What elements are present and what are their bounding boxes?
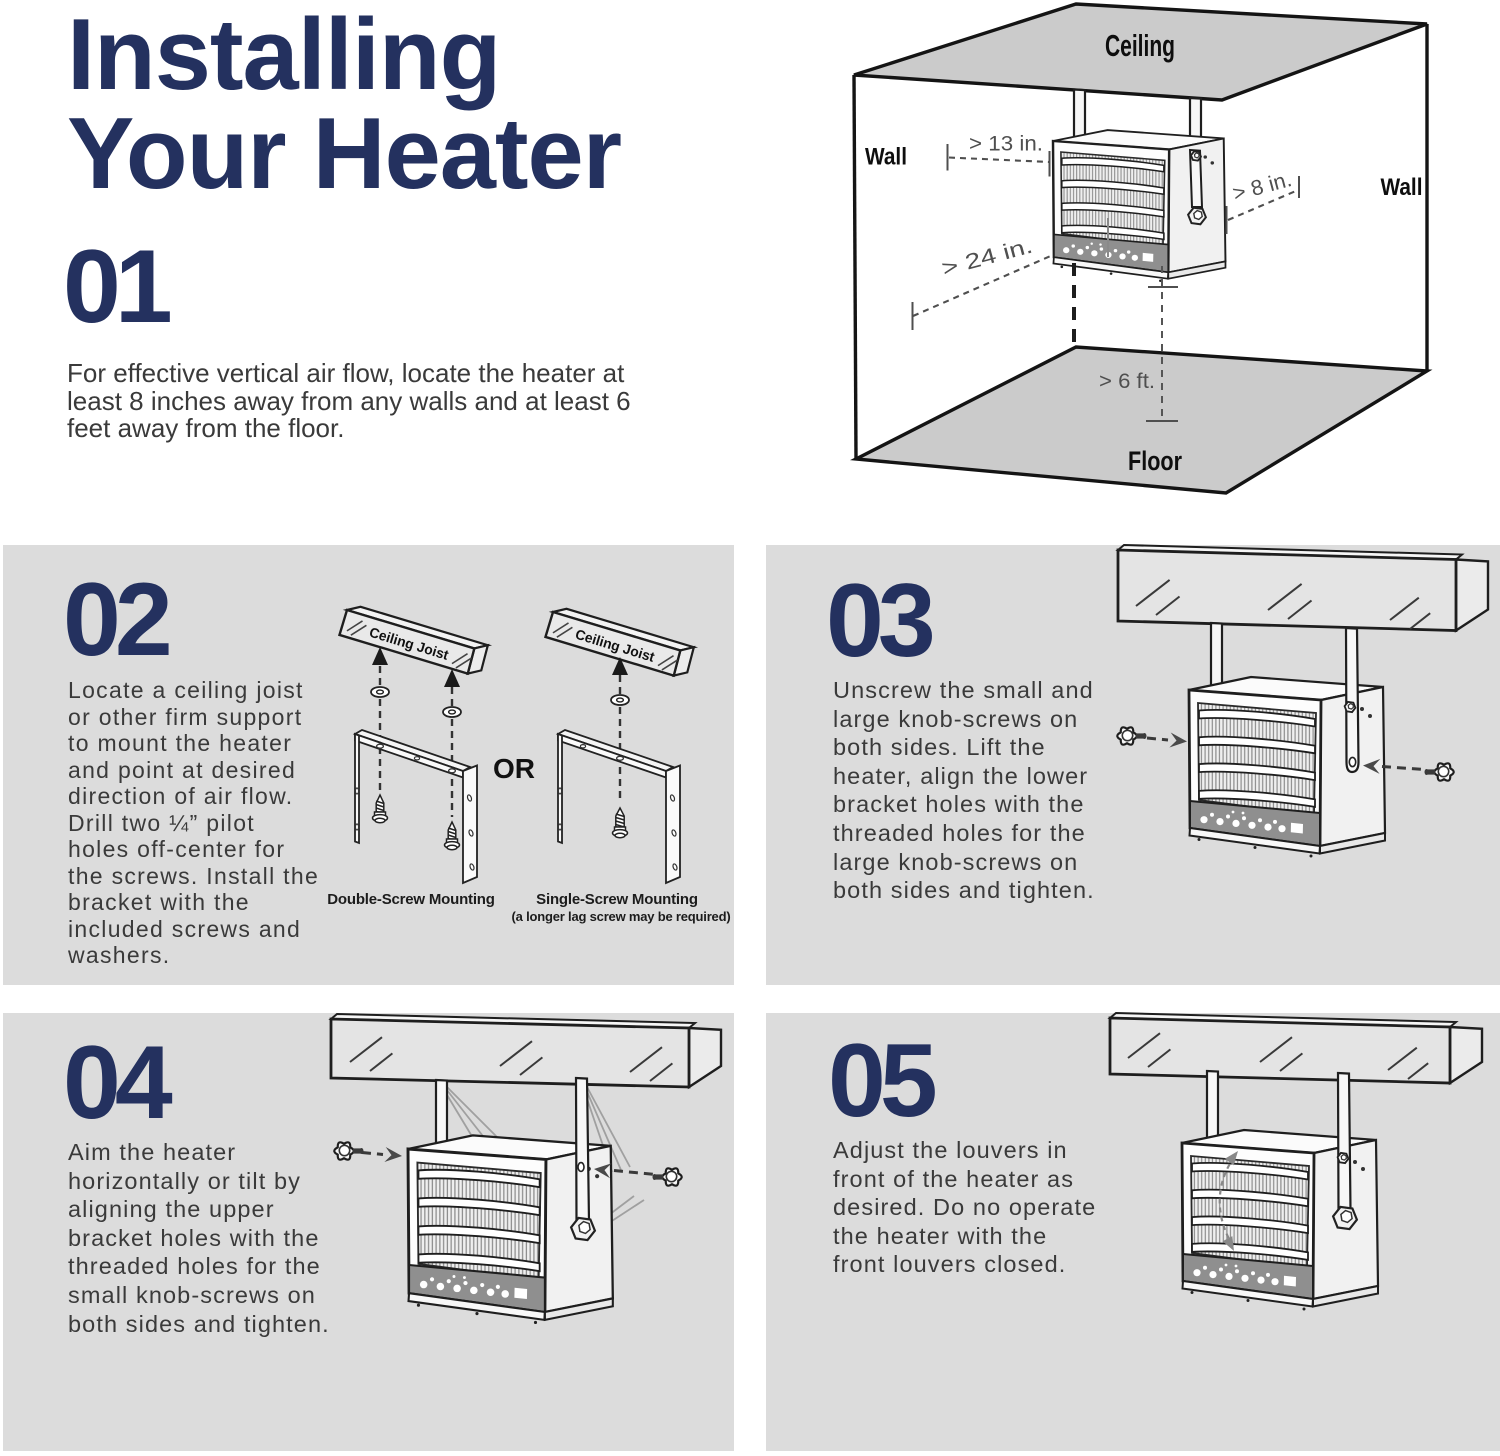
svg-text:Ceiling: Ceiling [1105,29,1175,63]
svg-text:Floor: Floor [1128,446,1182,476]
svg-text:Wall: Wall [865,143,907,170]
svg-text:Wall: Wall [1381,174,1423,201]
svg-text:> 24 in.: > 24 in. [939,234,1035,281]
svg-text:> 8 in.: > 8 in. [1230,167,1294,206]
svg-text:> 13 in.: > 13 in. [969,132,1043,156]
svg-text:> 6 ft.: > 6 ft. [1099,369,1155,393]
